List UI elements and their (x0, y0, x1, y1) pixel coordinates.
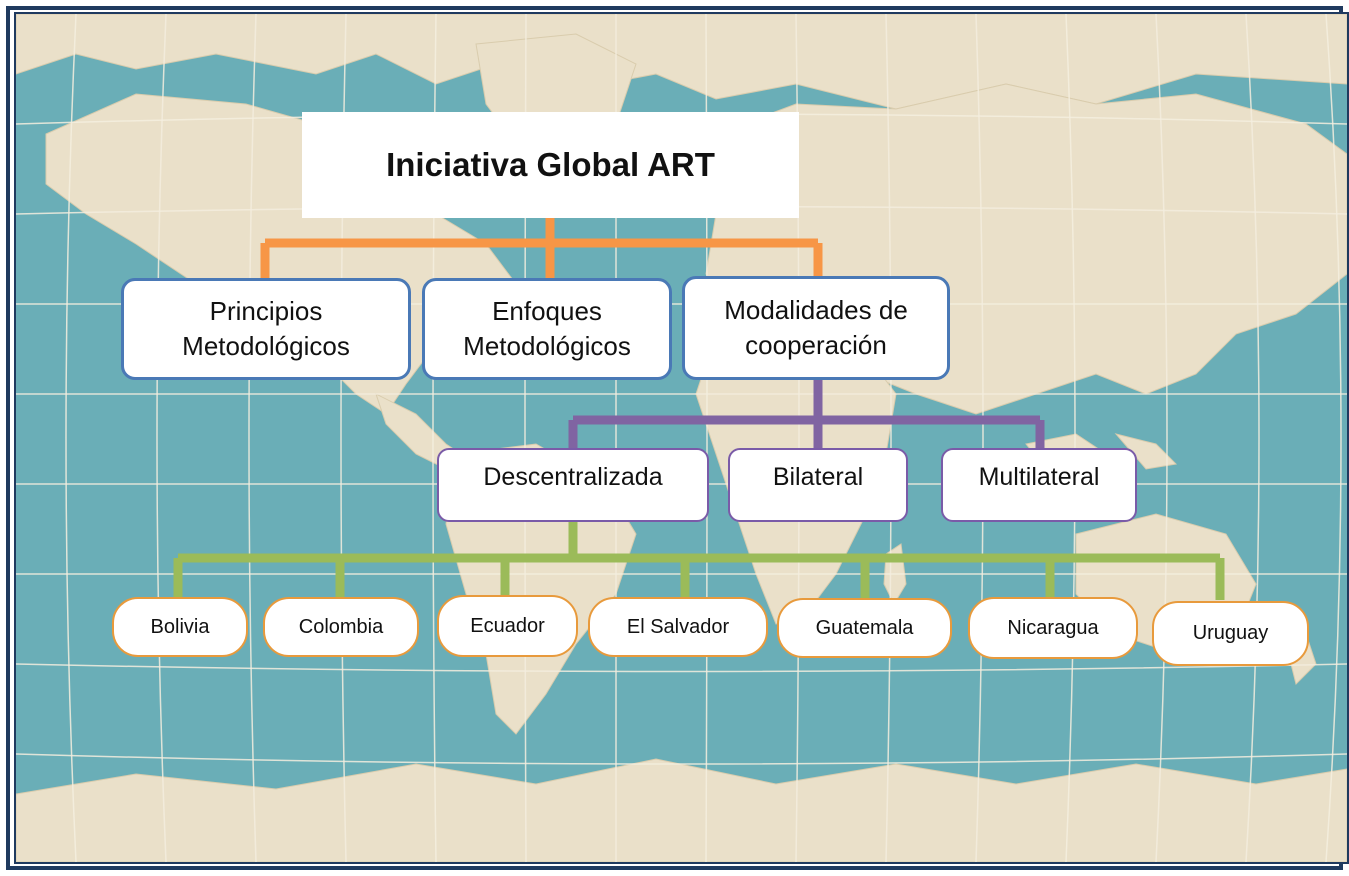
title-text: Iniciativa Global ART (386, 146, 715, 183)
node-label: Principios Metodológicos (182, 295, 350, 361)
node-enfoques-metodologicos[interactable]: Enfoques Metodológicos (422, 278, 672, 380)
node-el-salvador[interactable]: El Salvador (588, 597, 768, 657)
node-nicaragua[interactable]: Nicaragua (968, 597, 1138, 659)
node-label: Multilateral (978, 462, 1100, 491)
node-label: Enfoques Metodológicos (463, 295, 631, 361)
node-label: Guatemala (815, 616, 914, 639)
node-label: Nicaragua (1007, 616, 1099, 639)
node-principios-metodologicos[interactable]: Principios Metodológicos (121, 278, 411, 380)
purple-connectors (568, 378, 1045, 450)
node-label: Colombia (298, 615, 384, 638)
node-descentralizada[interactable]: Descentralizada (437, 448, 709, 522)
node-label: Ecuador (470, 614, 545, 637)
node-label: Uruguay (1192, 622, 1269, 644)
node-label: Descentralizada (483, 462, 663, 491)
node-label: El Salvador (626, 615, 730, 638)
node-label: Modalidades de cooperación (724, 294, 908, 360)
node-ecuador[interactable]: Ecuador (437, 595, 578, 657)
node-label: Bolivia (150, 615, 210, 638)
title-box: Iniciativa Global ART (302, 112, 799, 218)
node-bilateral[interactable]: Bilateral (728, 448, 908, 522)
node-multilateral[interactable]: Multilateral (941, 448, 1137, 522)
green-connectors (173, 522, 1225, 600)
node-uruguay[interactable]: Uruguay (1152, 601, 1309, 666)
orange-connectors (260, 215, 823, 280)
node-colombia[interactable]: Colombia (263, 597, 419, 657)
node-label: Bilateral (772, 462, 864, 491)
node-bolivia[interactable]: Bolivia (112, 597, 248, 657)
node-guatemala[interactable]: Guatemala (777, 598, 952, 658)
node-modalidades-cooperacion[interactable]: Modalidades de cooperación (682, 276, 950, 380)
